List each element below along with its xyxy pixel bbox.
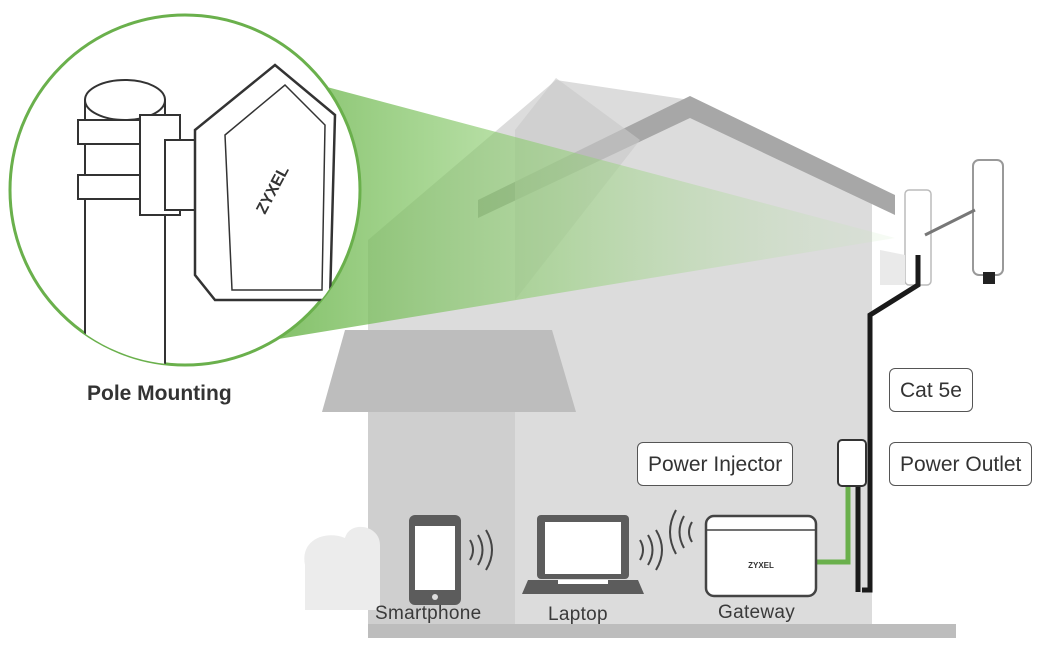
power-outlet-callout: Power Outlet: [889, 442, 1033, 486]
cat5e-cable: [862, 255, 921, 593]
laptop-label: Laptop: [548, 604, 608, 625]
gateway-device: ZYXEL: [704, 514, 818, 598]
power-injector-callout: Power Injector: [637, 442, 794, 486]
ground: [368, 624, 956, 638]
cloud-shadow: [304, 526, 380, 610]
cat5e-callout: Cat 5e: [889, 368, 973, 412]
pole-mounting-inset: ZYXEL: [8, 13, 362, 367]
ethernet-cable: [812, 478, 851, 565]
outdoor-antenna: [880, 159, 1004, 286]
gateway-brand-text: ZYXEL: [748, 561, 774, 570]
smartphone-label: Smartphone: [375, 603, 482, 624]
laptop-device: [522, 509, 693, 594]
power-injector-device: [837, 439, 867, 487]
gateway-label: Gateway: [718, 602, 796, 623]
pole-mounting-label: Pole Mounting: [87, 382, 232, 405]
smartphone-device: [409, 515, 493, 605]
